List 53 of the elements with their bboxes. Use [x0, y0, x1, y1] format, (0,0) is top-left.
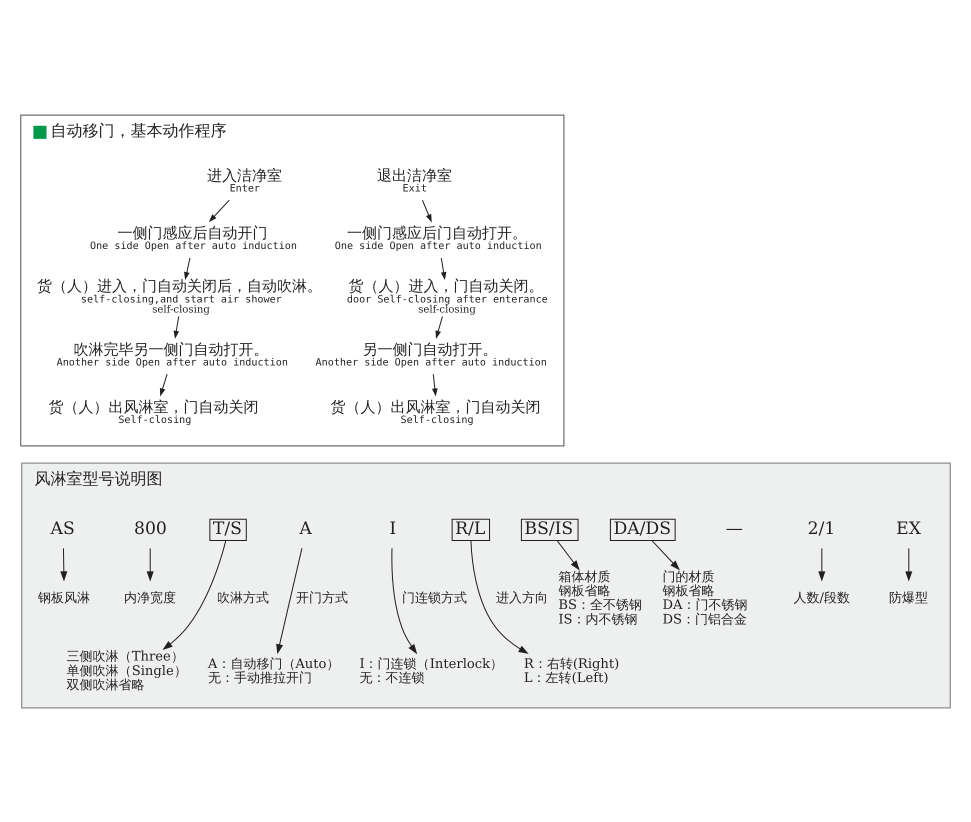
arrow — [818, 548, 826, 581]
edge-label: 吹淋方式 — [216, 590, 269, 606]
node-text: 吹淋完毕另一侧门自动打开。 Another side Open after auto induction — [56, 340, 288, 368]
arrow — [162, 540, 226, 650]
node-text: EX — [896, 518, 921, 538]
node-text: R：右转(Right) L：左转(Left) — [524, 656, 620, 686]
node-text: I：门连锁（Interlock） 无：不连锁 — [360, 656, 504, 686]
node-text: 货（人）进入，门自动关闭。 door Self-closing after enterance self-closing — [346, 276, 548, 315]
arrow — [160, 374, 168, 396]
arrow — [422, 200, 432, 222]
node-text: 货（人）出风淋室，门自动关闭 Self-closing — [48, 398, 259, 426]
arrow — [470, 540, 529, 654]
node-text: AS — [50, 518, 75, 538]
arrow — [440, 257, 446, 280]
arrow — [391, 548, 418, 654]
node-text: 另一侧门自动打开。 Another side Open after auto induction — [316, 340, 547, 368]
node-text: 一侧门感应后门自动打开。 One side Open after auto induction — [334, 224, 542, 252]
node-box: BS/IS — [520, 518, 579, 540]
edge-label: 开门方式 — [296, 590, 348, 606]
node-text: 进入洁净室 Enter — [206, 166, 282, 194]
node-text: 箱体材质 钢板省略 BS：全不锈钢 IS：内不锈钢 — [558, 569, 642, 627]
node-text: 800 — [134, 518, 167, 538]
node-box: T/S — [209, 518, 247, 540]
node-text: 货（人）出风淋室，门自动关闭 Self-closing — [330, 398, 541, 426]
arrow — [905, 548, 912, 581]
node-text: 三侧吹淋（Three） 单侧吹淋（Single） 双侧吹淋省略 — [66, 649, 187, 693]
node-text: 防爆型 — [889, 590, 928, 606]
node-text: 内净宽度 — [124, 590, 176, 606]
node-box: DA/DS — [610, 518, 676, 540]
arrow — [432, 374, 438, 396]
arrow — [652, 540, 680, 570]
node-text: 门的材质 钢板省略 DA：门不锈钢 DS：门铝合金 — [662, 569, 748, 627]
node-text: 钢板风淋 — [38, 590, 90, 606]
node-text: I — [389, 518, 396, 538]
node-text: 2/1 — [808, 518, 836, 538]
arrow — [174, 316, 180, 338]
node-box: R/L — [452, 518, 490, 540]
arrow — [60, 548, 68, 581]
node-text: A：自动移门（Auto） 无：手动推拉开门 — [208, 656, 340, 686]
node-text: 货（人）进入，门自动关闭后，自动吹淋。 self-closing,and start air shower self-closing — [36, 276, 322, 315]
label: — — [726, 518, 743, 538]
node-text: 一侧门感应后自动开门 One side Open after auto induction — [90, 224, 297, 252]
edge-label: 进入方向 — [496, 590, 548, 606]
arrow — [556, 540, 580, 570]
node-text: 退出洁净室 Exit — [376, 166, 452, 194]
node-text: A — [299, 518, 312, 538]
edge-label: 门连锁方式 — [402, 590, 468, 606]
node-text: 人数/段数 — [793, 590, 850, 606]
arrow — [146, 548, 154, 581]
arrow — [276, 548, 302, 654]
arrow — [436, 316, 443, 338]
arrow — [184, 257, 190, 280]
arrow — [208, 199, 230, 222]
